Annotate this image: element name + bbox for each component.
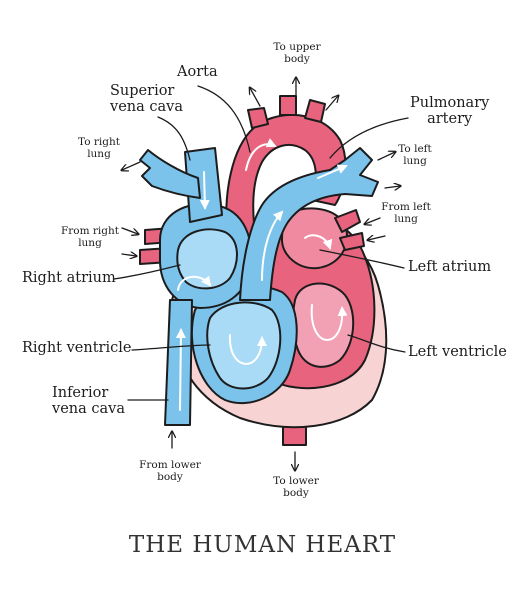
label-svc-line2: vena cava [110, 98, 183, 115]
label-svc-line1: Superior [110, 83, 175, 99]
label-left-ventricle: Left ventricle [408, 344, 507, 360]
leader-right-ventricle [131, 344, 211, 351]
arrow-from-left-lung-1 [365, 217, 381, 224]
label-aorta: Aorta [177, 64, 218, 80]
note-to-left-lung: To left lung [388, 143, 442, 167]
note-from-left-lung: From left lung [374, 201, 438, 225]
arrow-upper-body-left [250, 88, 261, 107]
note-flb-line1: From lower [139, 459, 201, 471]
arrow-to-left-lung [377, 152, 395, 161]
note-to-right-lung: To right lung [70, 136, 128, 160]
label-pa-line2: artery [427, 110, 473, 127]
note-upper-line1: To upper [273, 41, 321, 53]
label-superior-vena-cava: Superior vena cava [110, 83, 183, 116]
note-tlb-line1: To lower [273, 475, 319, 487]
flow-arrow-svc [199, 171, 210, 210]
arrow-from-left-lung-2 [368, 236, 386, 240]
pulmonary-vein-left-upper [334, 209, 361, 233]
left-carotid-artery [279, 95, 297, 116]
note-frl-line1: From right [60, 225, 119, 237]
note-from-lower-body: From lower body [135, 459, 205, 483]
flow-arrow-la-loop [304, 234, 333, 250]
flow-arrow-pulmonary-trunk [261, 210, 284, 281]
note-to-upper-body: To upper body [268, 41, 326, 65]
leader-svc [157, 116, 191, 161]
arrow-from-right-lung-1 [121, 227, 138, 234]
label-ivc-line1: Inferior [52, 385, 109, 401]
arrow-to-left-lung-2 [384, 186, 400, 188]
leader-pulmonary-artery [329, 117, 409, 159]
pulmonary-vein-left-lower [339, 232, 365, 251]
leader-aorta [197, 85, 251, 153]
brachiocephalic-artery [247, 107, 269, 129]
flow-arrow-aortic-arch [245, 138, 277, 171]
label-inferior-vena-cava: Inferior vena cava [52, 385, 125, 418]
note-trl-line1: To right [78, 136, 120, 148]
arrow-from-right-lung-2 [121, 254, 136, 256]
flow-arrow-ra-loop [177, 275, 212, 291]
pulmonary-trunk [239, 147, 379, 301]
arrow-upper-body-right [325, 96, 338, 111]
flow-arrow-pulm-left [317, 164, 348, 179]
left-subclavian-artery [304, 99, 326, 123]
diagram-title: THE HUMAN HEART [128, 532, 397, 558]
note-from-right-lung: From right lung [55, 225, 125, 249]
note-trl-line2: lung [87, 147, 111, 160]
leader-left-ventricle [347, 334, 406, 353]
arrow-to-right-lung [122, 161, 141, 170]
note-tll-line2: lung [403, 154, 427, 167]
note-upper-line2: body [284, 52, 310, 65]
flow-arrow-ivc [175, 328, 186, 411]
note-fll-line1: From left [381, 201, 431, 213]
note-frl-line2: lung [78, 236, 102, 249]
flow-arrow-rv-u [228, 334, 267, 365]
flow-arrow-lv-u [310, 304, 348, 341]
right-pulmonary-artery [139, 149, 201, 199]
leader-right-atrium [113, 264, 181, 280]
leader-left-atrium [319, 249, 405, 269]
note-tll-line1: To left [398, 143, 432, 155]
note-fll-line2: lung [394, 212, 418, 225]
inferior-vena-cava [164, 299, 193, 426]
right-ventricle-cavity [206, 301, 282, 390]
note-to-lower-body: To lower body [266, 475, 326, 499]
label-left-atrium: Left atrium [408, 259, 492, 275]
label-pa-line1: Pulmonary [410, 95, 490, 111]
label-right-atrium: Right atrium [22, 270, 116, 286]
label-pulmonary-artery: Pulmonary artery [410, 95, 490, 128]
note-tlb-line2: body [283, 486, 309, 499]
left-ventricle-cavity [292, 282, 355, 368]
note-flb-line2: body [157, 470, 183, 483]
right-atrium-inner [176, 228, 238, 290]
label-right-ventricle: Right ventricle [22, 340, 132, 356]
label-ivc-line2: vena cava [52, 400, 125, 417]
